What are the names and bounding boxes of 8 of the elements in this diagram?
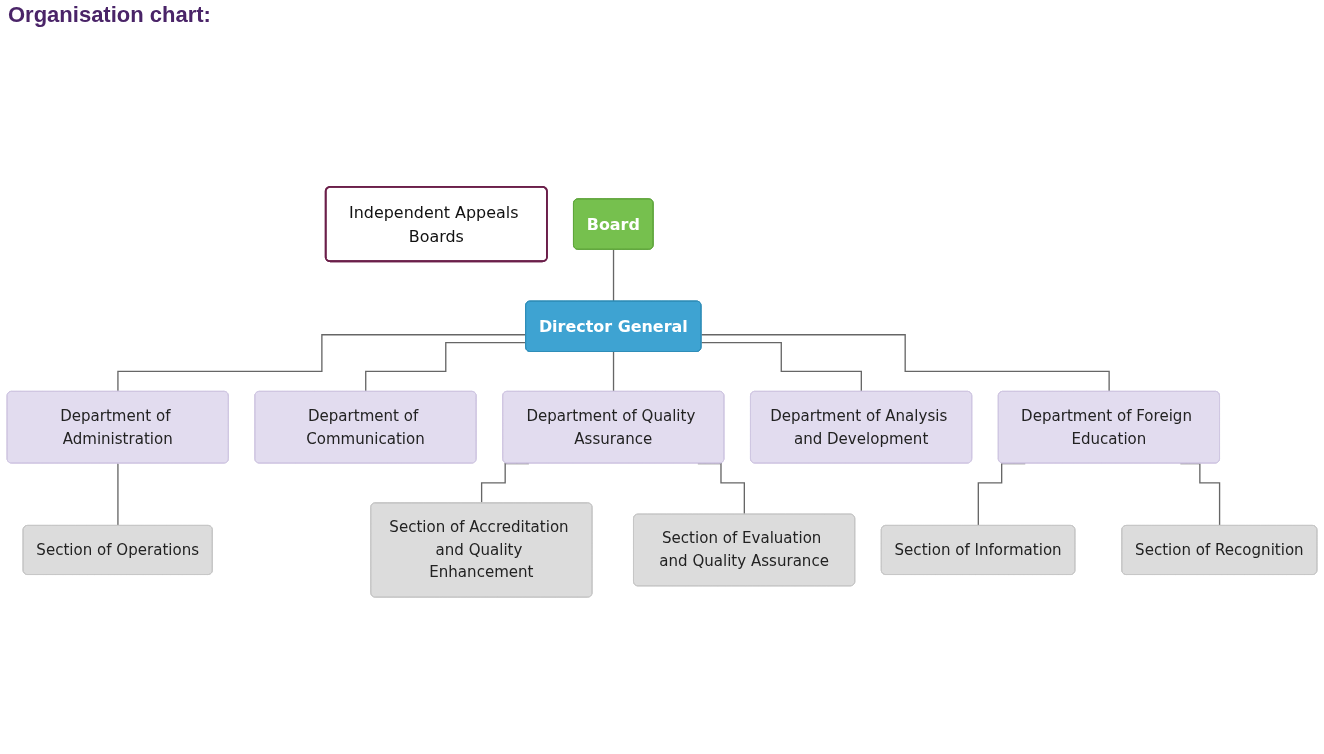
connector	[612, 249, 615, 303]
title: Organisation chart:	[8, 2, 211, 28]
connector	[117, 334, 527, 393]
connector	[700, 334, 1110, 393]
connector	[117, 462, 119, 527]
connector	[612, 351, 615, 393]
connector	[365, 342, 527, 393]
connector	[700, 342, 863, 393]
